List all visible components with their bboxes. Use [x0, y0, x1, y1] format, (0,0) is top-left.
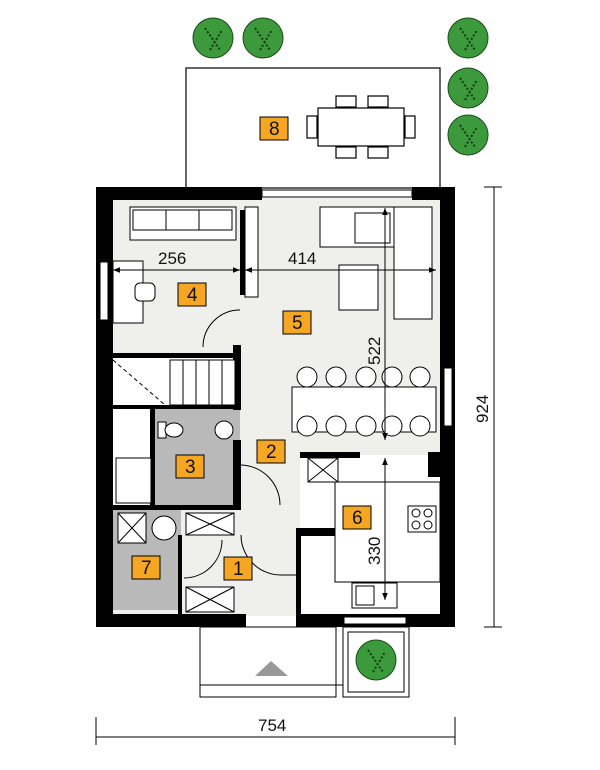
svg-text:3: 3 [185, 457, 196, 478]
washer [115, 457, 152, 504]
toilet [157, 421, 184, 439]
window-top [261, 189, 413, 198]
svg-text:7: 7 [141, 558, 152, 579]
dim-room5-depth: 522 [365, 337, 384, 365]
cabinets [117, 457, 339, 613]
stairs [112, 359, 236, 406]
room-label-3: 3 [175, 454, 205, 479]
svg-text:8: 8 [269, 119, 280, 140]
room-label-7: 7 [131, 555, 161, 580]
sofa-room4 [129, 206, 237, 241]
svg-text:2: 2 [266, 442, 277, 463]
room-label-1: 1 [223, 556, 253, 581]
wardrobe [244, 206, 259, 298]
svg-text:6: 6 [352, 508, 363, 529]
svg-text:5: 5 [292, 313, 303, 334]
dining-table-terrace [306, 95, 416, 159]
dim-total-width: 754 [258, 716, 286, 735]
room-labels: 1 2 3 4 5 6 7 8 [131, 116, 372, 581]
room-label-8: 8 [259, 116, 289, 141]
svg-text:1: 1 [233, 559, 244, 580]
window-kitchen [343, 616, 407, 625]
window-right [443, 367, 453, 427]
sink [214, 420, 234, 440]
walls [96, 187, 455, 627]
entrance-arrow-icon [255, 661, 288, 676]
corner-sofa [319, 206, 433, 320]
chair [134, 282, 156, 302]
coffee-table [338, 264, 379, 311]
dim-room5-width: 414 [288, 249, 316, 268]
dining-table [291, 366, 437, 437]
dim-kitchen-depth: 330 [365, 537, 384, 565]
dim-total-depth: 924 [473, 395, 492, 423]
dim-room4-width: 256 [158, 249, 186, 268]
entrance-porch [199, 626, 337, 698]
room-label-5: 5 [282, 310, 312, 335]
room-label-6: 6 [342, 505, 372, 530]
window-left [99, 261, 109, 321]
room-label-2: 2 [256, 439, 286, 464]
room-label-4: 4 [177, 282, 207, 307]
svg-text:4: 4 [187, 285, 198, 306]
